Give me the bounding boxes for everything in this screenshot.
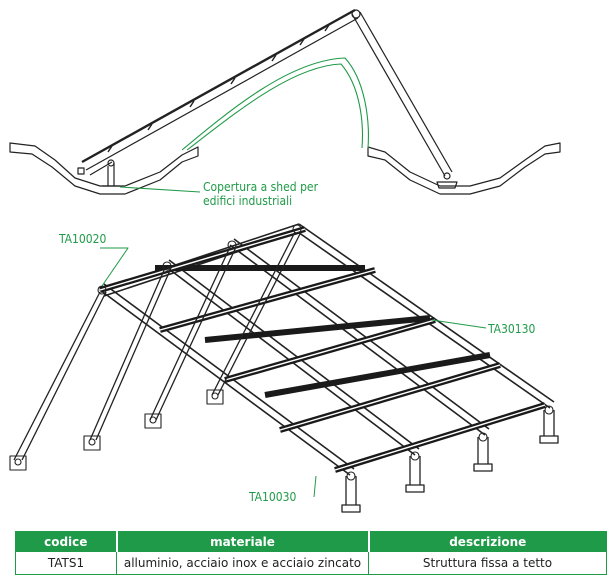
front-legs: [341, 410, 559, 513]
shed-roof-left-section: [9, 142, 199, 195]
cell-codice: TATS1: [15, 551, 117, 575]
joints: [97, 224, 554, 481]
header-descrizione: descrizione: [367, 531, 607, 552]
panel-rail-section: [81, 8, 356, 164]
shed-curve: [181, 57, 369, 151]
ta10020-callout: TA10020: [59, 232, 107, 246]
header-codice: codice: [15, 531, 117, 552]
front-foot: [102, 163, 120, 187]
shed-callout-line-2: edifici industriali: [203, 194, 293, 208]
ta10030-callout: TA10030: [249, 490, 297, 504]
cell-descrizione: Struttura fissa a tetto: [368, 551, 607, 575]
rail-clamps: [107, 24, 330, 153]
roof-mount-structure-drawing: [9, 8, 561, 513]
rear-support-leg: [351, 13, 446, 177]
table-header-row: codice materiale descrizione: [15, 531, 607, 552]
ta30130-callout: TA30130: [488, 322, 536, 336]
shed-callout-line-1: Copertura a shed per: [203, 180, 319, 194]
rear-feet: [9, 389, 224, 471]
cell-materiale: alluminio, acciaio inox e acciaio zincat…: [116, 551, 369, 575]
product-spec-table: codice materiale descrizione TATS1 allum…: [15, 531, 607, 575]
shed-roof-callout: Copertura a shed per edifici industriali: [203, 180, 318, 208]
table-row: TATS1 alluminio, acciaio inox e acciaio …: [15, 551, 607, 575]
rear-legs: [13, 231, 302, 461]
header-materiale: materiale: [115, 531, 369, 552]
shed-roof-right-section: [367, 142, 561, 195]
